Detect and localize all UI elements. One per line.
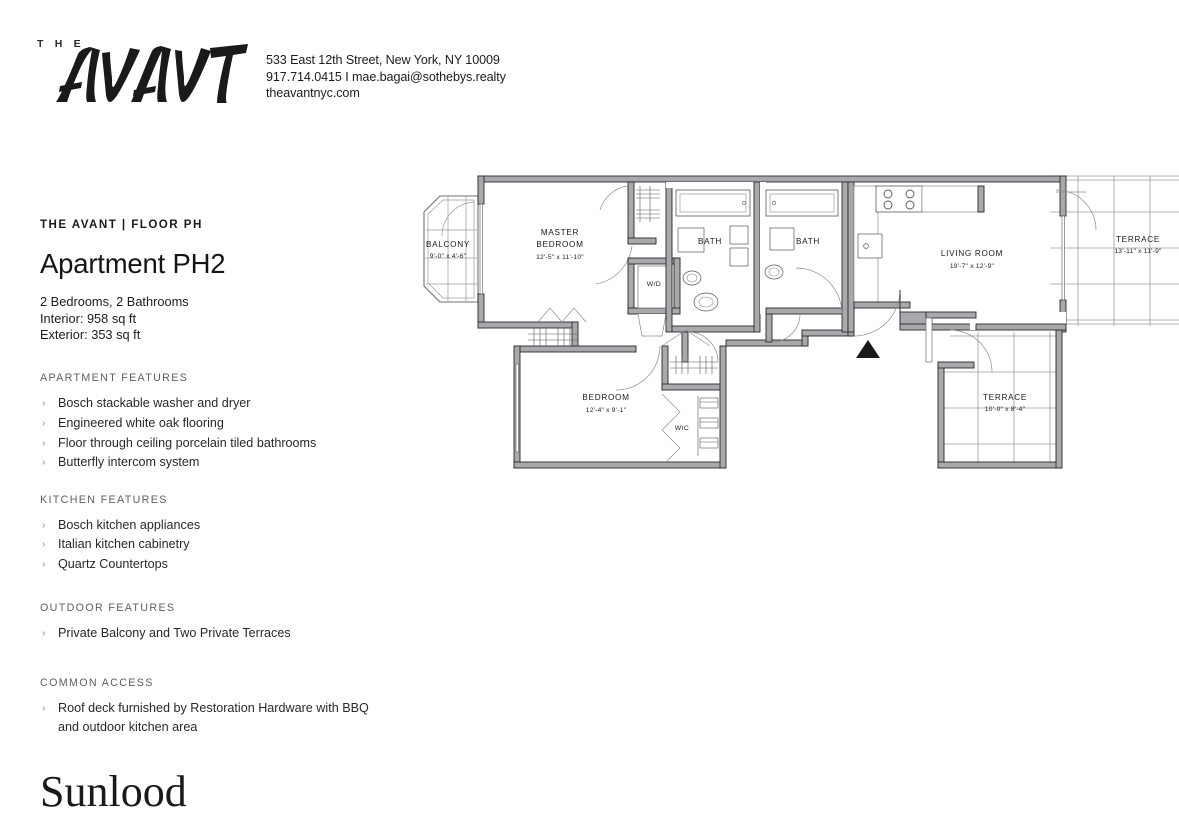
list-item: › Roof deck furnished by Restoration Hard… [40,699,400,738]
list-item-label: Private Balcony and Two Private Terraces [58,625,291,640]
feature-group-outdoor: OUTDOOR FEATURES › Private Balcony and Tw… [40,602,400,643]
master-bedroom-label-line2: BEDROOM [536,240,583,249]
apartment-specs: 2 Bedrooms, 2 Bathrooms Interior: 958 sq… [40,294,400,344]
group-heading: APARTMENT FEATURES [40,371,189,384]
living-room-label: LIVING ROOM [941,249,1003,258]
brand-logo: T H E [34,30,249,106]
master-bedroom-label-line1: MASTER [541,228,579,237]
feature-group-kitchen: KITCHEN FEATURES › Bosch kitchen applianc… [40,494,400,575]
feature-list: › Bosch kitchen appliances › Italian kitch… [40,516,400,575]
list-item-label: Butterfly intercom system [58,455,200,470]
contact-phone-email: 917.714.0415 I mae.bagai@sothebys.realty [266,69,506,84]
balcony-dimensions: 9'-0" x 4'-6" [430,253,467,260]
list-item-label: Italian kitchen cabinetry [58,537,190,552]
terrace-1-area: TERRACE 13'-11" x 11'-9" [1050,175,1179,326]
master-bedroom-area: MASTER BEDROOM 12'-5" x 11'-10" [528,181,660,346]
list-item: › Butterfly intercom system [40,453,400,472]
terrace-2-area: TERRACE 10'-0" x 8'-4" [942,330,1060,470]
living-room-dimensions: 19'-7" x 12'-9" [950,263,995,270]
wic-area: WIC [661,329,721,463]
floor-plan: TERRACE 13'-11" x 11'-9" TERRACE 10'-0" … [410,150,1179,480]
wic-label: WIC [675,425,689,432]
bedroom-label: BEDROOM [582,393,629,402]
master-bedroom-dimensions: 12'-5" x 11'-10" [536,254,584,261]
chevron-right-icon: › [42,397,46,409]
chevron-right-icon: › [42,627,46,639]
floor-plan-drawing: TERRACE 13'-11" x 11'-9" TERRACE 10'-0" … [423,175,1179,470]
list-item: › Floor through ceiling porcelain tiled b… [40,434,400,453]
feature-group-common-access: COMMON ACCESS › Roof deck furnished by Re… [40,677,400,738]
cut-off-heading: Sunlood [40,767,187,816]
list-item-label: Bosch kitchen appliances [58,517,201,532]
list-item-label: Quartz Countertops [58,557,168,572]
chevron-right-icon: › [42,417,46,429]
page-title: Apartment PH2 [40,248,226,279]
feature-list: › Bosch stackable washer and dryer › Engin… [40,394,400,473]
terrace-2-label: TERRACE [983,393,1027,402]
spec-exterior: Exterior: 353 sq ft [40,327,141,343]
group-heading: KITCHEN FEATURES [40,493,168,506]
bedroom-area: BEDROOM 12'-4" x 9'-1" [582,345,661,414]
list-item-label: Roof deck furnished by Restoration Hardw… [58,700,369,735]
contact-info: 533 East 12th Street, New York, NY 10009… [266,52,506,102]
kitchen-area [847,181,985,333]
spec-interior: Interior: 958 sq ft [40,310,137,326]
list-item: › Quartz Countertops [40,555,400,574]
terrace-1-dimensions: 13'-11" x 11'-9" [1114,248,1162,255]
chevron-right-icon: › [42,519,46,531]
feature-group-apartment: APARTMENT FEATURES › Bosch stackable wash… [40,372,400,473]
bath-2-label: BATH [796,237,820,246]
brand-the-label: T H E [37,38,85,50]
list-item: › Private Balcony and Two Private Terrace… [40,624,400,643]
list-item: › Bosch stackable washer and dryer [40,394,400,413]
list-item: › Bosch kitchen appliances [40,516,400,535]
avant-wordmark-icon [56,44,248,103]
group-heading: COMMON ACCESS [40,676,154,689]
list-item-label: Engineered white oak flooring [58,415,224,430]
balcony-area: BALCONY 9'-0" x 4'-6" [423,195,479,303]
bath-1-label: BATH [698,237,722,246]
list-item: › Italian kitchen cabinetry [40,535,400,554]
floor-eyebrow: THE AVANT | FLOOR PH [40,218,203,231]
chevron-right-icon: › [42,702,46,714]
contact-website: theavantnyc.com [266,86,360,100]
washer-dryer-closet: W/D [627,257,681,337]
group-heading: OUTDOOR FEATURES [40,601,176,614]
terrace-2-dimensions: 10'-0" x 8'-4" [985,406,1026,413]
chevron-right-icon: › [42,559,46,571]
living-room-area: LIVING ROOM 19'-7" x 12'-9" [853,189,1097,373]
spec-rooms: 2 Bedrooms, 2 Bathrooms [40,294,189,310]
bedroom-dimensions: 12'-4" x 9'-1" [586,407,627,414]
chevron-right-icon: › [42,437,46,449]
list-item-label: Bosch stackable washer and dryer [58,395,251,410]
feature-list: › Roof deck furnished by Restoration Hard… [40,699,400,738]
list-item-label: Floor through ceiling porcelain tiled ba… [58,435,317,450]
listing-info-panel: THE AVANT | FLOOR PH Apartment PH2 2 Bed… [40,218,400,758]
balcony-label: BALCONY [426,240,470,249]
terrace-1-label: TERRACE [1116,235,1160,244]
feature-list: › Private Balcony and Two Private Terrace… [40,624,400,643]
list-item: › Engineered white oak flooring [40,414,400,433]
page-header: T H E 533 East 12th Street, New York, NY… [0,0,1179,130]
contact-address: 533 East 12th Street, New York, NY 10009 [266,53,500,67]
bath-2-area: BATH [760,181,849,343]
chevron-right-icon: › [42,539,46,551]
chevron-right-icon: › [42,457,46,469]
entry-marker-icon [856,340,880,358]
bath-1-area: BATH [665,181,761,363]
washer-dryer-label: W/D [647,281,661,288]
